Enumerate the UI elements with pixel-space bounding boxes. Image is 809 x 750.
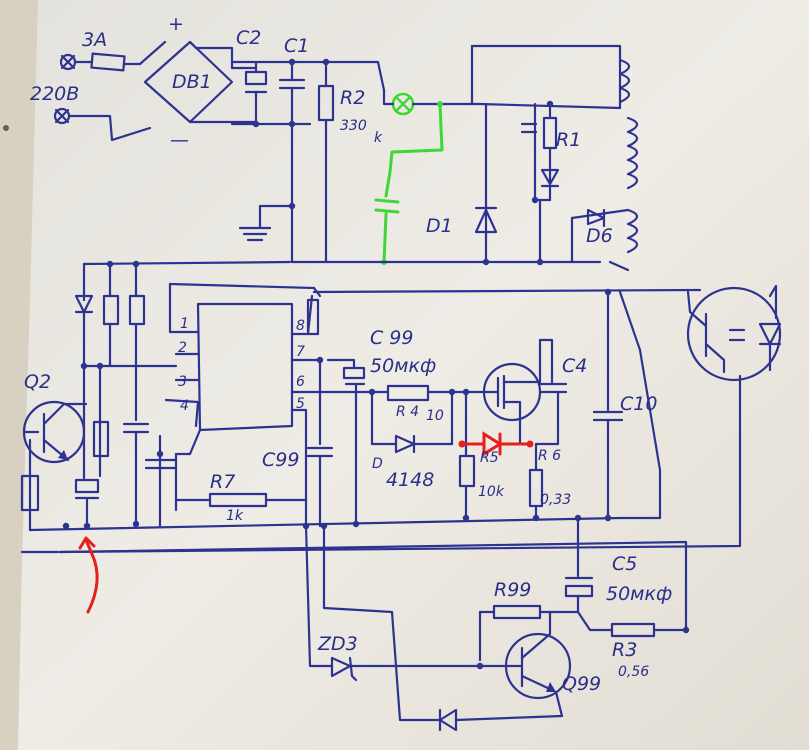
label-pin6: 6: [296, 374, 305, 390]
resistor-r99: [478, 604, 580, 662]
label-c99-lower: C99: [262, 449, 299, 471]
label-c99-upper-value: 50мкф: [370, 355, 436, 377]
label-q2: Q2: [24, 371, 51, 393]
capacitor-c5: [564, 516, 594, 614]
label-zd3: ZD3: [317, 633, 358, 655]
label-r3: R3: [612, 639, 637, 661]
label-r2: R2: [340, 87, 365, 109]
label-r1: R1: [556, 129, 581, 151]
capacitor-c2: [244, 60, 268, 126]
label-pin5: 5: [296, 396, 305, 412]
label-r99: R99: [494, 579, 531, 601]
label-r6-value: 0,33: [540, 492, 571, 508]
label-plus: +: [168, 13, 184, 35]
ic-chip: [164, 282, 348, 528]
red-arrow-pointer: [78, 536, 99, 614]
transistor-q99: [466, 610, 572, 718]
mosfet: [482, 338, 554, 446]
label-r7-value: 1k: [226, 508, 244, 524]
label-r4: R 4: [396, 404, 419, 420]
label-c99-upper: C 99: [370, 327, 413, 349]
label-c4: C4: [562, 355, 587, 377]
label-c5: C5: [612, 553, 637, 575]
capacitor-c99-lower: [306, 358, 334, 528]
label-c2: C2: [236, 27, 261, 49]
diode-d4148: [370, 390, 454, 454]
label-mains: 220B: [30, 83, 79, 105]
label-pin7: 7: [296, 344, 305, 360]
capacitor-c4: [534, 368, 568, 446]
fuse: [90, 40, 167, 72]
label-r5-value: 10k: [478, 484, 505, 500]
label-r2-value: 330: [340, 118, 367, 134]
label-d6: D6: [586, 225, 613, 247]
label-r3-value: 0,56: [618, 664, 649, 680]
label-pin2: 2: [178, 340, 187, 356]
label-d1: D1: [426, 215, 453, 237]
label-d4148: 4148: [386, 469, 434, 491]
label-r5: R5: [480, 450, 499, 466]
label-pin1: 1: [180, 316, 189, 332]
label-c10: C10: [620, 393, 657, 415]
paper-sheet: [18, 0, 809, 750]
label-r2-unit: k: [374, 130, 383, 146]
label-r6: R 6: [538, 448, 561, 464]
label-q99: Q99: [562, 673, 601, 695]
optocoupler: [58, 284, 782, 554]
transformer-coil: [470, 44, 639, 254]
label-bridge: DB1: [172, 71, 212, 93]
wall-mark: [3, 125, 9, 131]
resistor-r4: [344, 384, 486, 402]
resistor-r7: [174, 492, 308, 508]
zener-zd3: [304, 524, 564, 732]
label-d4148-prefix: D: [372, 456, 383, 472]
diode-d6: [570, 208, 630, 272]
ground-symbol: [238, 122, 294, 264]
bridge-rectifier-db1: [143, 40, 258, 124]
label-pin8: 8: [296, 318, 305, 334]
mains-input: [53, 53, 152, 142]
label-c5-value: 50мкф: [606, 583, 672, 605]
resistor-r3: [576, 610, 688, 638]
label-r4-value: 10: [426, 408, 444, 424]
green-modification: [374, 101, 444, 265]
label-fuse: 3A: [82, 29, 107, 51]
label-pin3: 3: [178, 374, 187, 390]
diode-d1: [470, 44, 498, 264]
resistor-stack-left: [102, 262, 150, 528]
red-modification: [458, 431, 534, 457]
label-c1: C1: [284, 35, 309, 57]
capacitor-c99-upper: [326, 358, 366, 528]
label-minus: —: [170, 129, 189, 151]
label-r7: R7: [210, 471, 235, 493]
junction-dots: [62, 58, 690, 670]
label-pin4: 4: [180, 398, 189, 414]
capacitor-c10: [592, 290, 624, 522]
resistor-r2: [317, 60, 335, 264]
